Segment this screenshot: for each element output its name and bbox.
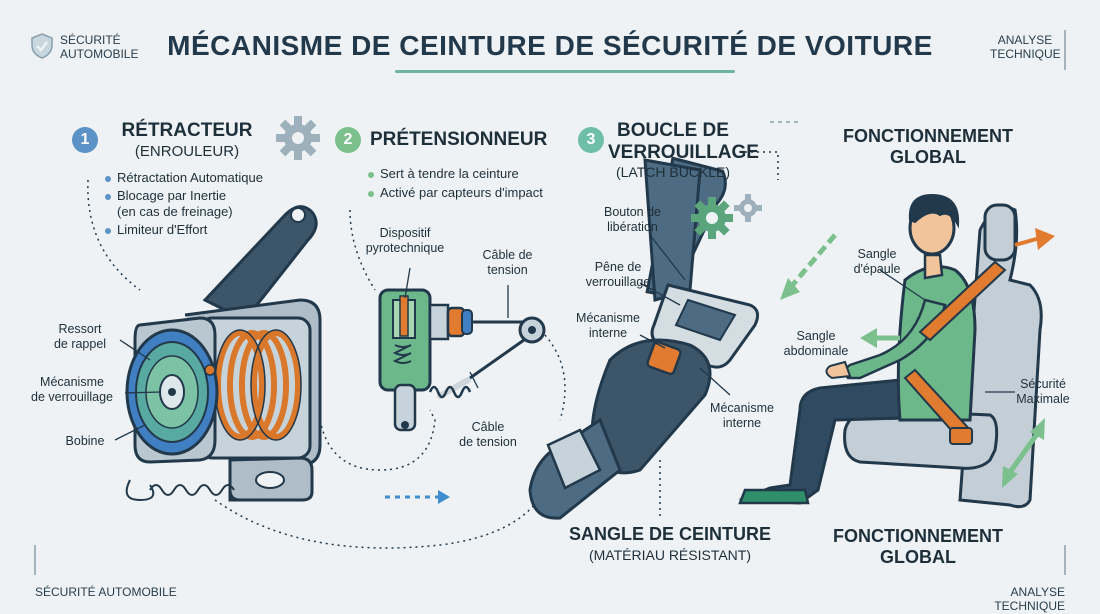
retracteur-subtitle: (ENROULEUR)	[134, 143, 240, 160]
footer-right: ANALYSE TECHNIQUE	[994, 585, 1065, 613]
retractor-leaders	[114, 339, 161, 441]
gear-icon	[276, 116, 320, 160]
person-seat-illustration	[738, 193, 1043, 509]
retractor-illustration	[125, 205, 322, 502]
brand-badge-left: SÉCURITÉ AUTOMOBILE	[30, 33, 160, 63]
step-number-2: 2	[335, 127, 361, 153]
sangle-subtitle: (MATÉRIAU RÉSISTANT)	[588, 547, 752, 563]
bullet-item: Rétractation Automatique	[105, 170, 305, 186]
retracteur-title: RÉTRACTEUR	[121, 120, 253, 141]
belt-illustration	[528, 156, 760, 520]
pretensioner-leaders	[404, 267, 509, 389]
footer-left: SÉCURITÉ AUTOMOBILE	[35, 585, 177, 599]
step-number-1: 1	[72, 127, 98, 153]
bullet-item: Limiteur d'Effort	[105, 222, 305, 238]
bullet-item: Activé par capteurs d'impact	[368, 185, 568, 201]
pretensionneur-title: PRÉTENSIONNEUR	[370, 129, 548, 150]
bullet-item: Sert à tendre la ceinture	[368, 166, 568, 182]
badge-left-line1: SÉCURITÉ	[60, 33, 121, 47]
bullet-item: Blocage par Inertie	[105, 188, 305, 204]
label-bobine: Bobine	[65, 434, 105, 448]
badge-right-line1: ANALYSE	[997, 33, 1053, 47]
step-number-3: 3	[578, 127, 604, 153]
brand-badge-right: ANALYSE TECHNIQUE	[990, 33, 1061, 61]
pretensioner-illustration	[378, 288, 546, 432]
buckle-leaders	[639, 234, 731, 396]
badge-left-line2: AUTOMOBILE	[60, 47, 139, 61]
person-leaders	[879, 269, 1015, 393]
bullet-item-continued: (en cas de freinage)	[117, 204, 233, 219]
badge-right-line2: TECHNIQUE	[990, 47, 1061, 61]
page-title: MÉCANISME DE CEINTURE DE SÉCURITÉ DE VOI…	[167, 30, 933, 61]
retracteur-bullets: Rétractation Automatique Blocage par Ine…	[105, 170, 305, 238]
sangle-title: SANGLE DE CEINTURE	[568, 524, 772, 544]
pretensionneur-bullets: Sert à tendre la ceinture Activé par cap…	[368, 166, 568, 201]
shield-check-icon	[31, 33, 53, 59]
title-underline	[395, 70, 735, 73]
boucle-subtitle: (LATCH BUCKLE)	[615, 164, 731, 180]
frame-corners	[34, 30, 1066, 575]
